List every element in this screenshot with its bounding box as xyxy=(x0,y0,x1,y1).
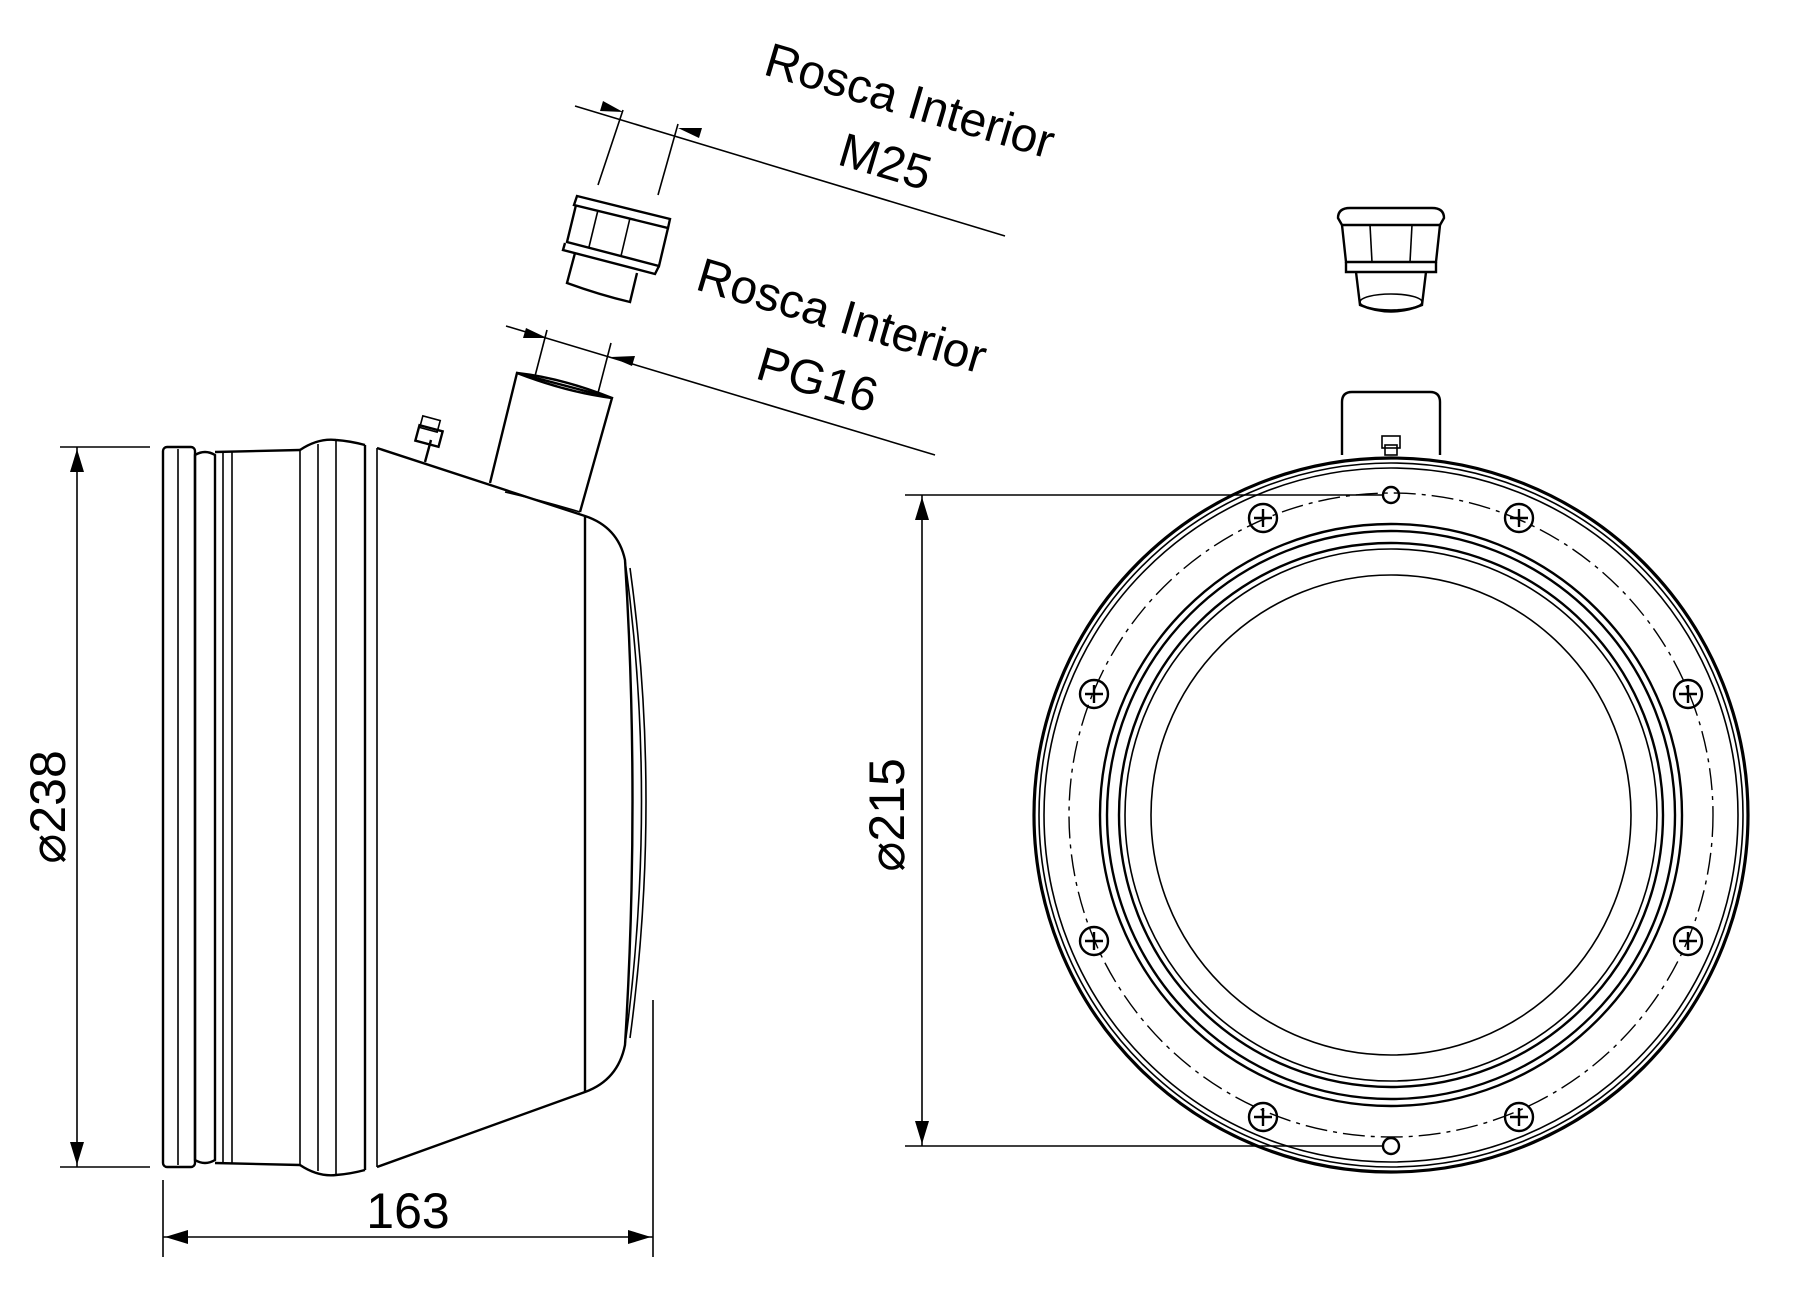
svg-text:⌀238: ⌀238 xyxy=(20,750,76,864)
front-rings xyxy=(1032,456,1750,1174)
screw-icon xyxy=(1672,925,1704,957)
side-gland-stub xyxy=(488,371,614,513)
dim-238 xyxy=(60,446,150,1168)
front-gland-stub xyxy=(1340,390,1442,455)
diameter-symbol: ⌀ xyxy=(859,842,915,872)
side-body xyxy=(376,446,647,1169)
side-gland-m25 xyxy=(561,194,672,304)
dim-215 xyxy=(905,494,1383,1147)
front-diameter-value: 215 xyxy=(859,758,915,841)
front-screws xyxy=(1078,502,1704,1133)
screw-icon xyxy=(1672,678,1704,710)
screw-icon xyxy=(1503,1101,1535,1133)
diameter-symbol: ⌀ xyxy=(20,834,76,864)
screw-icon xyxy=(1247,1101,1279,1133)
screw-icon xyxy=(1247,502,1279,534)
front-gland-m25 xyxy=(1336,206,1446,313)
front-holes xyxy=(1381,485,1401,1156)
m25-dimension xyxy=(574,101,1006,237)
screw-icon xyxy=(1078,925,1110,957)
screw-icon xyxy=(1503,502,1535,534)
screw-icon xyxy=(1078,678,1110,710)
side-flange xyxy=(161,438,378,1177)
side-length-value: 163 xyxy=(366,1183,449,1239)
front-ground-bolt xyxy=(1381,435,1401,456)
front-view xyxy=(905,206,1750,1174)
dim-163 xyxy=(162,1000,654,1257)
svg-text:⌀215: ⌀215 xyxy=(859,758,915,872)
side-diameter-value: 238 xyxy=(20,750,76,833)
side-ground-bolt xyxy=(413,414,445,463)
pg16-dimension xyxy=(505,325,936,456)
side-view xyxy=(60,101,1006,1257)
